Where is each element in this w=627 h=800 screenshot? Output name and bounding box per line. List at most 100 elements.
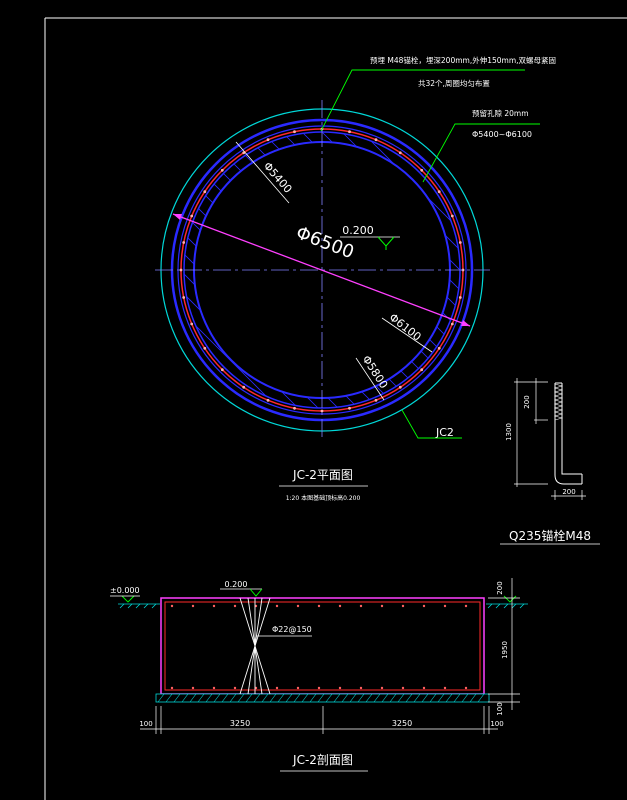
bolt-dot xyxy=(420,368,424,372)
bolt-dot xyxy=(398,151,402,155)
jc2-label: JC2 xyxy=(435,426,454,439)
bolt-dot xyxy=(293,130,296,134)
bolt-dot xyxy=(348,130,351,134)
note-range: Φ5400~Φ6100 xyxy=(472,130,532,139)
ground-hatch xyxy=(118,603,528,609)
bolt-dot xyxy=(266,398,270,402)
section-view: ±0.000 0.200 Φ22@150 xyxy=(110,578,528,772)
section-dim-right-mid: 1950 xyxy=(501,641,509,659)
bolt-dot xyxy=(458,296,462,299)
ground-level-mark: ±0.000 xyxy=(110,586,140,603)
bolt-dot xyxy=(220,168,224,172)
section-break-lines xyxy=(239,597,271,695)
wall-hatch xyxy=(183,132,460,408)
rebar-dot xyxy=(212,604,216,608)
bolt-dot xyxy=(437,346,441,350)
bolt-dot xyxy=(450,322,454,326)
rebar-dot xyxy=(296,686,300,690)
bolt-dot xyxy=(190,322,194,326)
rebar-dot xyxy=(338,686,342,690)
dim-6100-leader xyxy=(381,317,433,353)
section-dim-right-bottom: 100 xyxy=(496,702,504,715)
note-grout: 预留孔隙 20mm xyxy=(472,108,529,118)
foundation-inner xyxy=(164,601,481,691)
plan-elevation-mark: 0.200 xyxy=(340,224,400,250)
bolt-dot xyxy=(437,190,441,194)
bolt-dot xyxy=(203,346,207,350)
section-dim-left-ext: 100 xyxy=(139,720,152,728)
bolt-dot xyxy=(182,241,186,244)
section-right-dimensions xyxy=(488,578,520,710)
bolt-dot xyxy=(374,398,378,402)
rebar-dot xyxy=(275,686,279,690)
rebar-dot xyxy=(170,604,174,608)
bolt-dot xyxy=(182,296,186,299)
bolt-dot xyxy=(374,138,378,142)
section-dim-span-left: 3250 xyxy=(230,719,250,728)
jc2-leader xyxy=(401,409,462,439)
rebar-dot xyxy=(233,686,237,690)
arrow-left xyxy=(173,214,182,220)
bolt-dot xyxy=(179,268,183,272)
bolt-dot xyxy=(203,190,207,194)
bolt-thread xyxy=(553,383,564,421)
rebar-dot xyxy=(464,604,468,608)
rebar-dot xyxy=(212,686,216,690)
rebar-dot xyxy=(359,686,363,690)
plan-subtitle: 1:20 本图基础顶标高0.200 xyxy=(286,494,361,502)
rebar-dots xyxy=(170,604,468,690)
section-top-level-mark: 0.200 xyxy=(220,580,263,597)
dim-5800-leader xyxy=(355,357,385,401)
bolt-dim-top: 200 xyxy=(523,395,531,408)
note-anchor-count: 共32个,周圈均匀布置 xyxy=(418,78,490,88)
bolt-dot xyxy=(190,214,194,218)
rebar-dot xyxy=(422,604,426,608)
plan-title: JC-2平面图 xyxy=(292,468,353,482)
bolt-dot xyxy=(320,409,324,413)
bolt-dot xyxy=(220,368,224,372)
rebar-dot xyxy=(443,604,447,608)
bolt-dot xyxy=(450,214,454,218)
rebar-dot xyxy=(296,604,300,608)
section-title: JC-2剖面图 xyxy=(292,753,353,767)
bolt-dot xyxy=(458,241,462,244)
rebar-dot xyxy=(464,686,468,690)
ground-level-label: ±0.000 xyxy=(110,586,140,595)
rebar-dot xyxy=(275,604,279,608)
drawing-frame xyxy=(44,17,627,800)
cushion-hatch xyxy=(157,693,485,703)
rebar-dot xyxy=(401,604,405,608)
plan-notes: 预埋 M48锚栓，埋深200mm,外伸150mm,双螺母紧固 共32个,周圈均匀… xyxy=(320,55,556,183)
rebar-dot xyxy=(380,686,384,690)
ground-level-mark-right xyxy=(503,595,517,603)
section-dim-right-top: 200 xyxy=(496,581,504,594)
bolt-detail: 200 1300 200 Q235锚栓M48 xyxy=(500,378,600,545)
rebar-dot xyxy=(191,604,195,608)
rebar-dot xyxy=(401,686,405,690)
bolt-dots xyxy=(179,127,465,413)
rebar-dot xyxy=(359,604,363,608)
section-dim-span-right: 3250 xyxy=(392,719,412,728)
bolt-dot xyxy=(420,168,424,172)
rebar-dot xyxy=(191,686,195,690)
rebar-dot xyxy=(443,686,447,690)
section-bottom-dimensions xyxy=(140,706,498,734)
bolt-dot xyxy=(348,406,351,410)
bolt-shape xyxy=(554,383,582,485)
plan-view: Φ6500 Φ5400 Φ6100 Φ5800 0.200 预埋 M48锚栓，埋… xyxy=(155,55,556,502)
bolt-dimensions xyxy=(514,378,586,500)
section-dim-right-ext: 100 xyxy=(490,720,503,728)
diameter-line xyxy=(172,213,471,327)
rebar-dot xyxy=(317,604,321,608)
dim-5400-leader xyxy=(235,141,290,204)
rebar-dot xyxy=(170,686,174,690)
dim-5800-label: Φ5800 xyxy=(360,353,391,391)
section-top-level-label: 0.200 xyxy=(225,580,248,589)
bolt-dot xyxy=(398,385,402,389)
cushion-layer xyxy=(155,693,490,703)
bolt-dim-bottom: 200 xyxy=(562,488,575,496)
note-anchor: 预埋 M48锚栓，埋深200mm,外伸150mm,双螺母紧固 xyxy=(370,55,556,65)
bolt-dot xyxy=(293,406,296,410)
bolt-dot xyxy=(242,385,246,389)
